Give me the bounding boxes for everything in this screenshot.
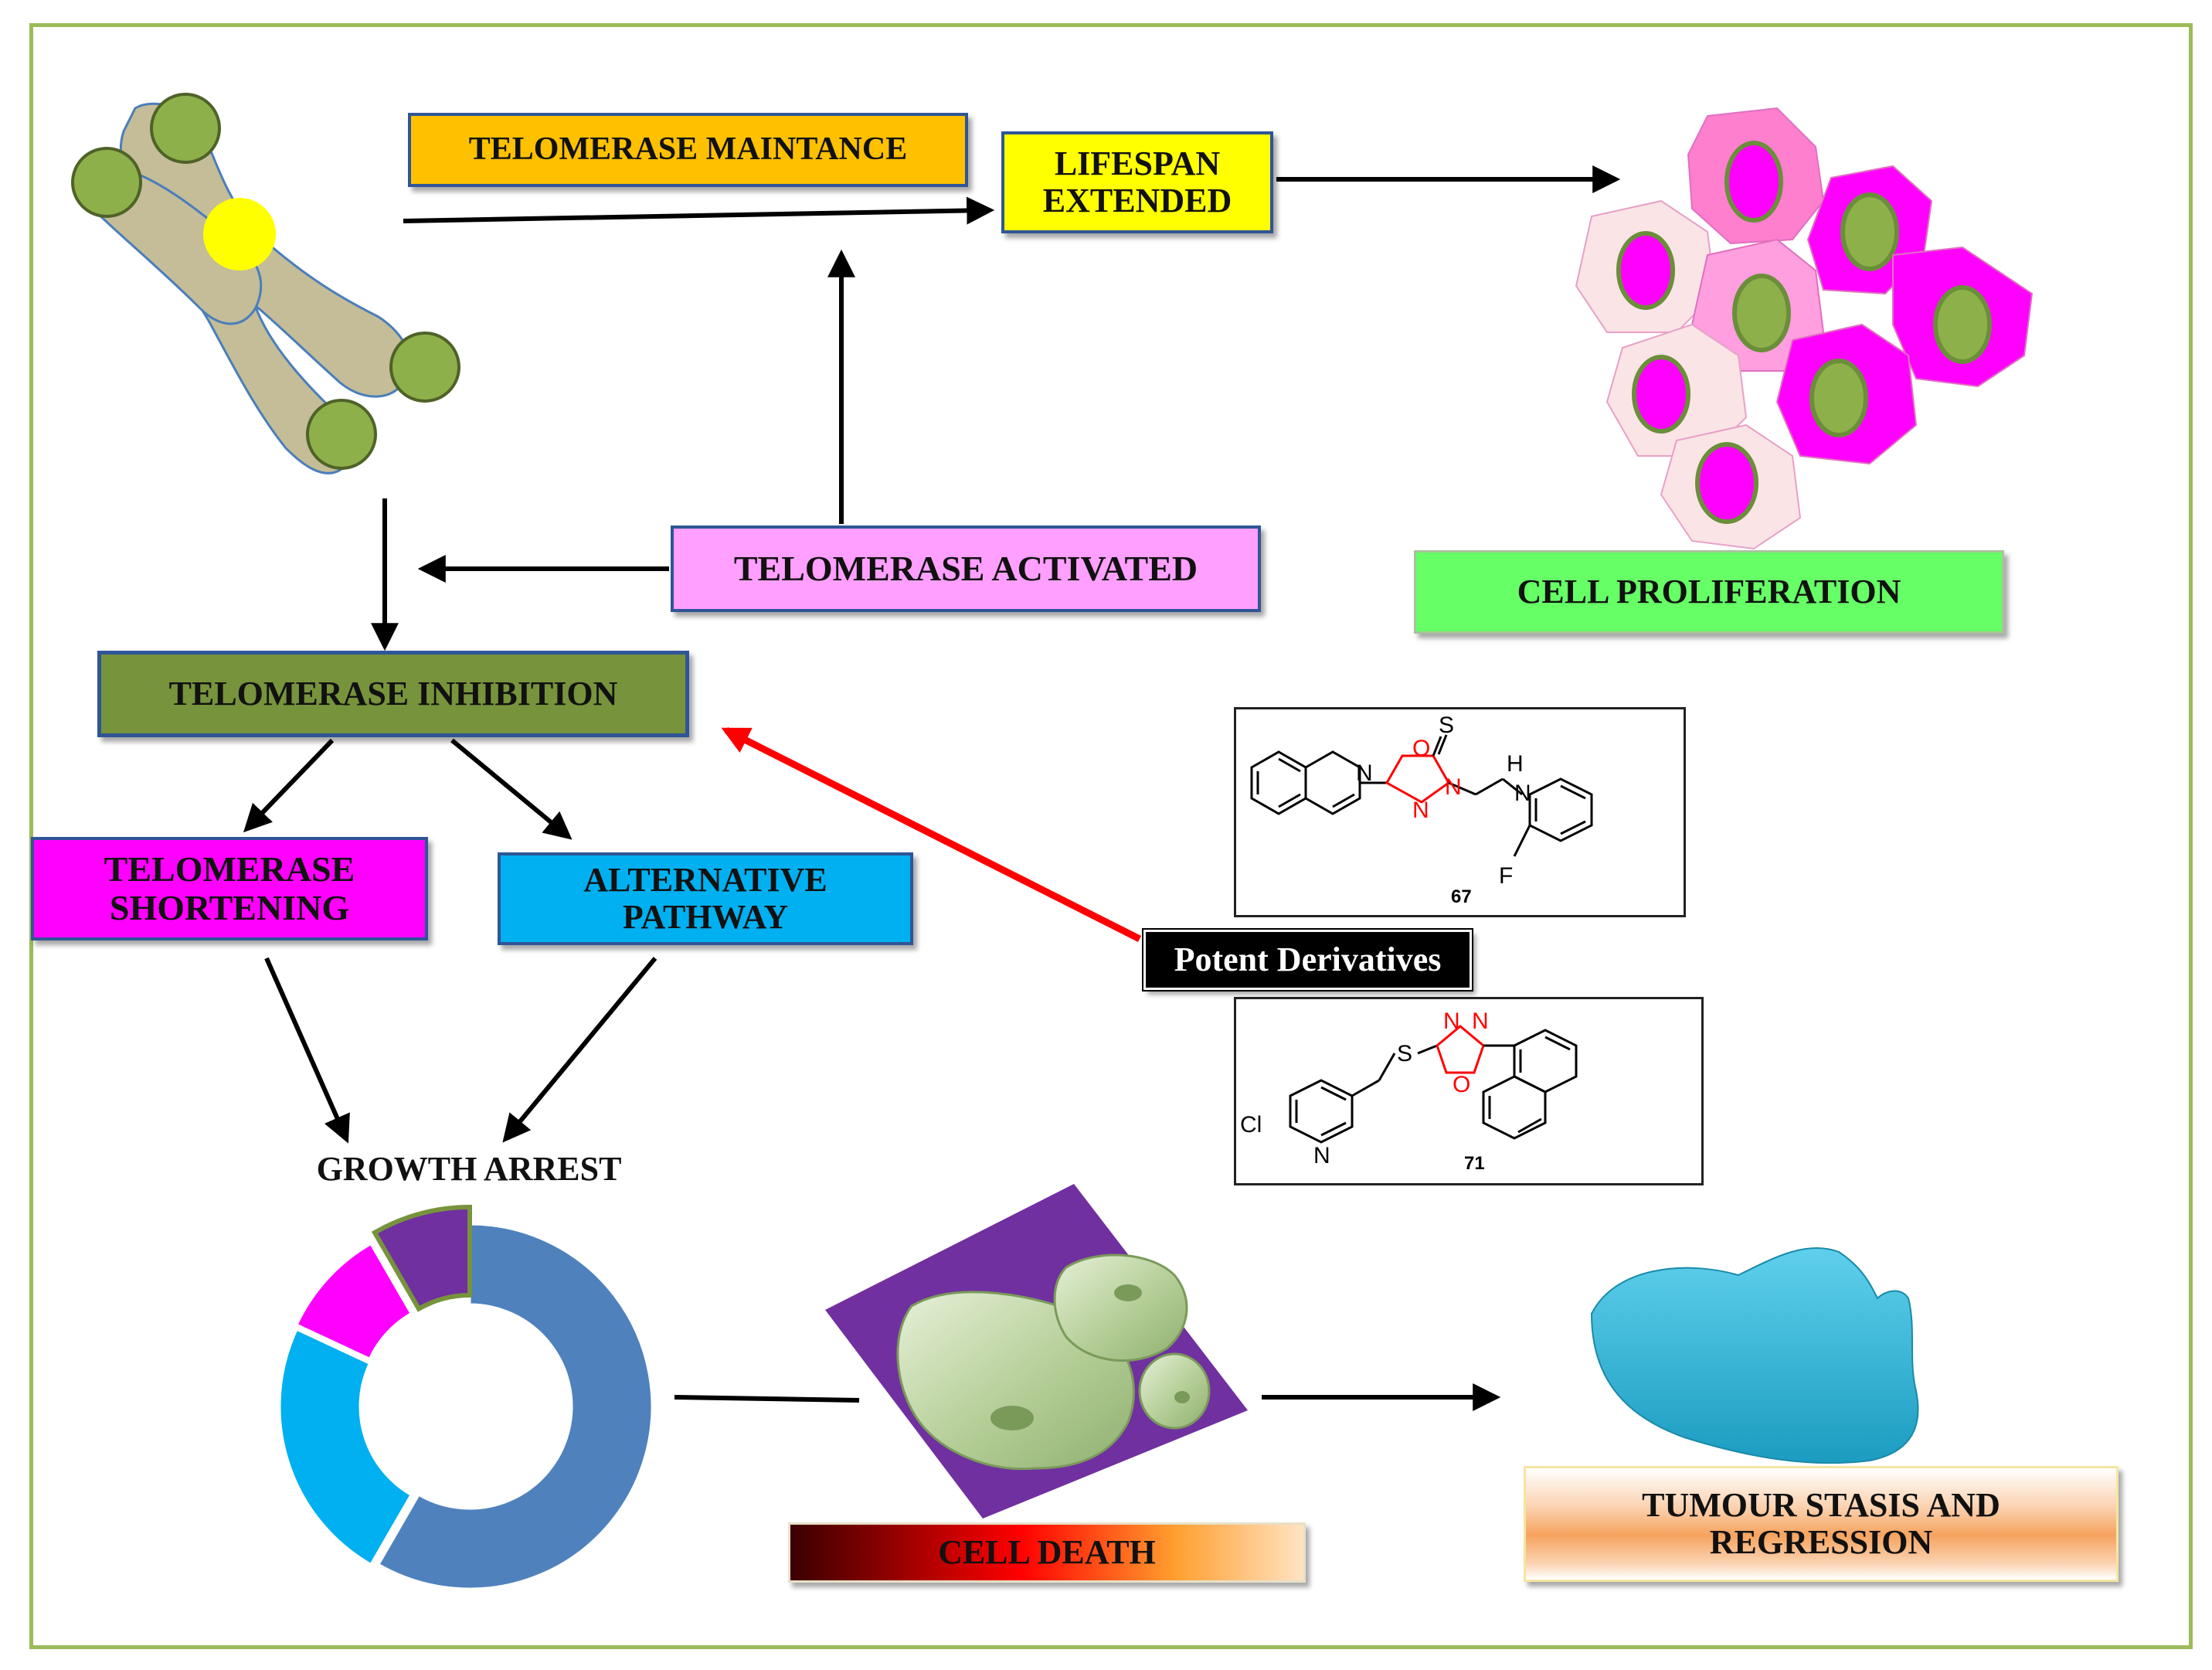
arrow-inhibition-to-shortening	[243, 738, 335, 833]
telomerase-shortening-box: TELOMERASE SHORTENING	[31, 837, 428, 940]
tumour-illustration	[1590, 1247, 1919, 1464]
arrow-inhibition-to-alternative	[450, 738, 573, 840]
growth-arrest-donut	[278, 1204, 654, 1590]
atom-label: Cl	[1240, 1112, 1262, 1138]
atom-label: N	[1356, 760, 1373, 786]
atom-label: H	[1507, 751, 1524, 777]
atom-label: F	[1499, 863, 1513, 889]
arrow-chromosome-to-lifespan	[403, 196, 995, 225]
telomerase-activated-label: TELOMERASE ACTIVATED	[733, 549, 1198, 589]
tumour-label-line1: TUMOUR STASIS AND	[1642, 1486, 2000, 1525]
arrow-potent-to-inhibition	[721, 726, 1142, 943]
compound-67-drawing: N O S N N N H F 67	[1250, 713, 1593, 907]
centromere	[203, 198, 276, 270]
donut-segment-blue	[376, 1223, 654, 1590]
telomerase-maintance-box: TELOMERASE MAINTANCE	[408, 113, 968, 187]
telomerase-maintance-label: TELOMERASE MAINTANCE	[468, 131, 908, 168]
donut-segment-magenta	[295, 1242, 413, 1361]
lifespan-label-line1: LIFESPAN	[1054, 145, 1221, 183]
diagram-frame	[29, 23, 2193, 1649]
tumour-label-line2: REGRESSION	[1709, 1523, 1933, 1561]
telomerase-inhibition-label: TELOMERASE INHIBITION	[168, 675, 618, 713]
atom-label: S	[1439, 713, 1454, 738]
tumour-stasis-box: TUMOUR STASIS AND REGRESSION	[1524, 1466, 2119, 1582]
compound-number: 67	[1451, 886, 1472, 907]
flow-arrows	[243, 165, 1621, 1411]
atom-label: O	[1453, 1072, 1470, 1097]
potent-derivatives-label: Potent Derivatives	[1174, 940, 1442, 979]
atom-label: N	[1514, 781, 1531, 806]
alternative-pathway-box: ALTERNATIVE PATHWAY	[498, 852, 913, 945]
cell-proliferation-label: CELL PROLIFERATION	[1517, 573, 1901, 611]
proliferating-cells-illustration	[1575, 107, 2034, 550]
arrow-alternative-to-growth	[502, 957, 657, 1143]
atom-label: N	[1472, 1008, 1489, 1034]
growth-arrest-title: GROWTH ARREST	[316, 1150, 622, 1188]
shortening-label-line1: TELOMERASE	[104, 849, 355, 889]
arrow-growth-to-death	[674, 1395, 860, 1403]
atom-label: N	[1443, 1008, 1460, 1034]
telomere-cap	[71, 147, 142, 218]
donut-segment-cyan	[278, 1328, 413, 1566]
telomere-cap	[389, 332, 460, 403]
lifespan-extended-box: LIFESPAN EXTENDED	[1001, 131, 1273, 233]
alternative-label-line1: ALTERNATIVE	[583, 861, 827, 900]
telomerase-inhibition-box: TELOMERASE INHIBITION	[97, 651, 689, 737]
atom-label: N	[1313, 1143, 1330, 1168]
compound-number: 71	[1464, 1153, 1485, 1174]
compound-67-structure: N O S N N N H F 67	[1234, 707, 1686, 917]
lifespan-label-line2: EXTENDED	[1042, 182, 1232, 219]
telomerase-activated-box: TELOMERASE ACTIVATED	[671, 525, 1261, 612]
alternative-label-line2: PATHWAY	[622, 898, 789, 936]
cell-death-box: CELL DEATH	[788, 1522, 1306, 1583]
shortening-label-line2: SHORTENING	[109, 888, 350, 927]
arrow-shortening-to-growth	[264, 957, 350, 1144]
donut-segment-purple	[371, 1204, 472, 1312]
cell-death-label: CELL DEATH	[938, 1533, 1156, 1572]
atom-label: N	[1412, 798, 1429, 823]
compound-71-structure: Cl N S N N O 71	[1234, 997, 1704, 1185]
cell-proliferation-box: CELL PROLIFERATION	[1414, 550, 2004, 634]
atom-label: S	[1397, 1041, 1412, 1066]
potent-derivatives-box: Potent Derivatives	[1142, 928, 1473, 991]
atom-label: N	[1445, 774, 1462, 800]
atom-label: O	[1412, 736, 1430, 761]
chromosome-illustration	[71, 93, 460, 474]
telomere-cap	[306, 399, 377, 470]
telomere-cap	[150, 93, 221, 164]
cell-death-illustration	[825, 1184, 1248, 1519]
compound-71-drawing: Cl N S N N O 71	[1240, 1008, 1578, 1174]
